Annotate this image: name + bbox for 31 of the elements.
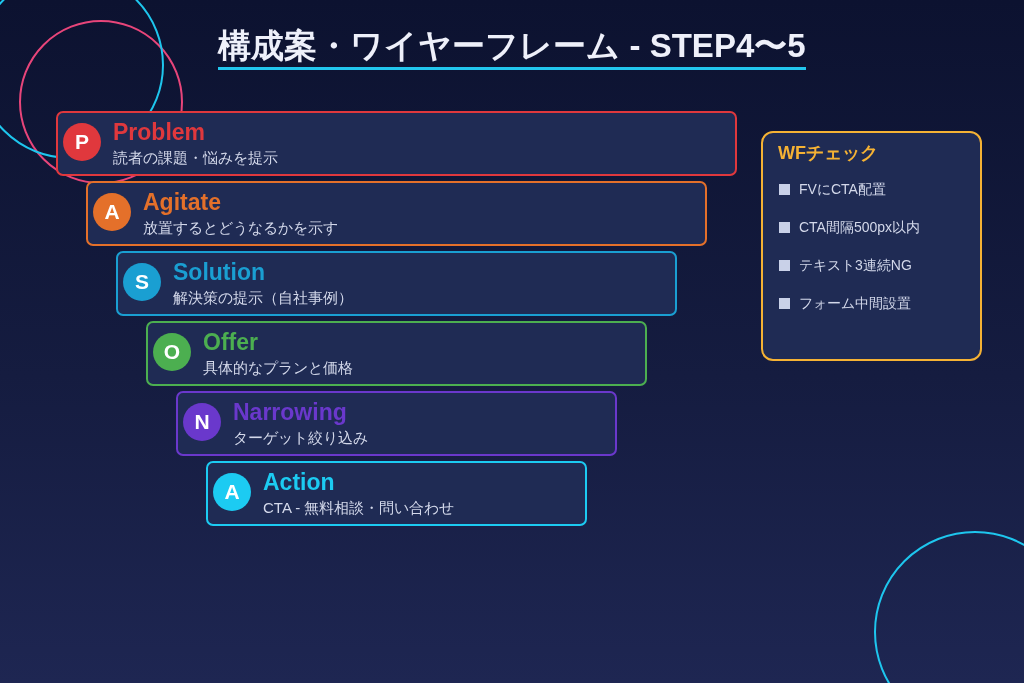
letter-badge: A — [213, 473, 251, 511]
step-card — [206, 461, 587, 526]
step-description: 解決策の提示（自社事例） — [173, 288, 353, 308]
checklist-item: CTA間隔500px以内 — [799, 218, 921, 237]
step-card — [116, 251, 677, 316]
step-heading: Offer — [203, 328, 258, 356]
step-heading: Narrowing — [233, 398, 347, 426]
checklist-item: FVにCTA配置 — [799, 180, 886, 199]
step-card — [86, 181, 707, 246]
step-description: CTA - 無料相談・問い合わせ — [263, 498, 455, 518]
checklist-panel — [761, 131, 982, 361]
panel-heading: WFチェック — [778, 142, 878, 165]
step-description: 放置するとどうなるかを示す — [143, 218, 338, 238]
step-description: 具体的なプランと価格 — [203, 358, 353, 378]
checklist-item: テキスト3連続NG — [799, 256, 912, 275]
letter-badge: A — [93, 193, 131, 231]
step-heading: Agitate — [143, 188, 221, 216]
checklist-item: フォーム中間設置 — [799, 294, 911, 313]
step-description: ターゲット絞り込み — [233, 428, 368, 448]
step-heading: Action — [263, 468, 335, 496]
step-card — [146, 321, 647, 386]
letter-badge: S — [123, 263, 161, 301]
letter-badge: N — [183, 403, 221, 441]
step-heading: Solution — [173, 258, 265, 286]
step-description: 読者の課題・悩みを提示 — [113, 148, 278, 168]
letter-badge: P — [63, 123, 101, 161]
step-card — [176, 391, 617, 456]
step-card — [56, 111, 737, 176]
step-heading: Problem — [113, 118, 206, 146]
title: 構成案・ワイヤーフレーム - STEP4〜5 — [218, 26, 806, 70]
letter-badge: O — [153, 333, 191, 371]
